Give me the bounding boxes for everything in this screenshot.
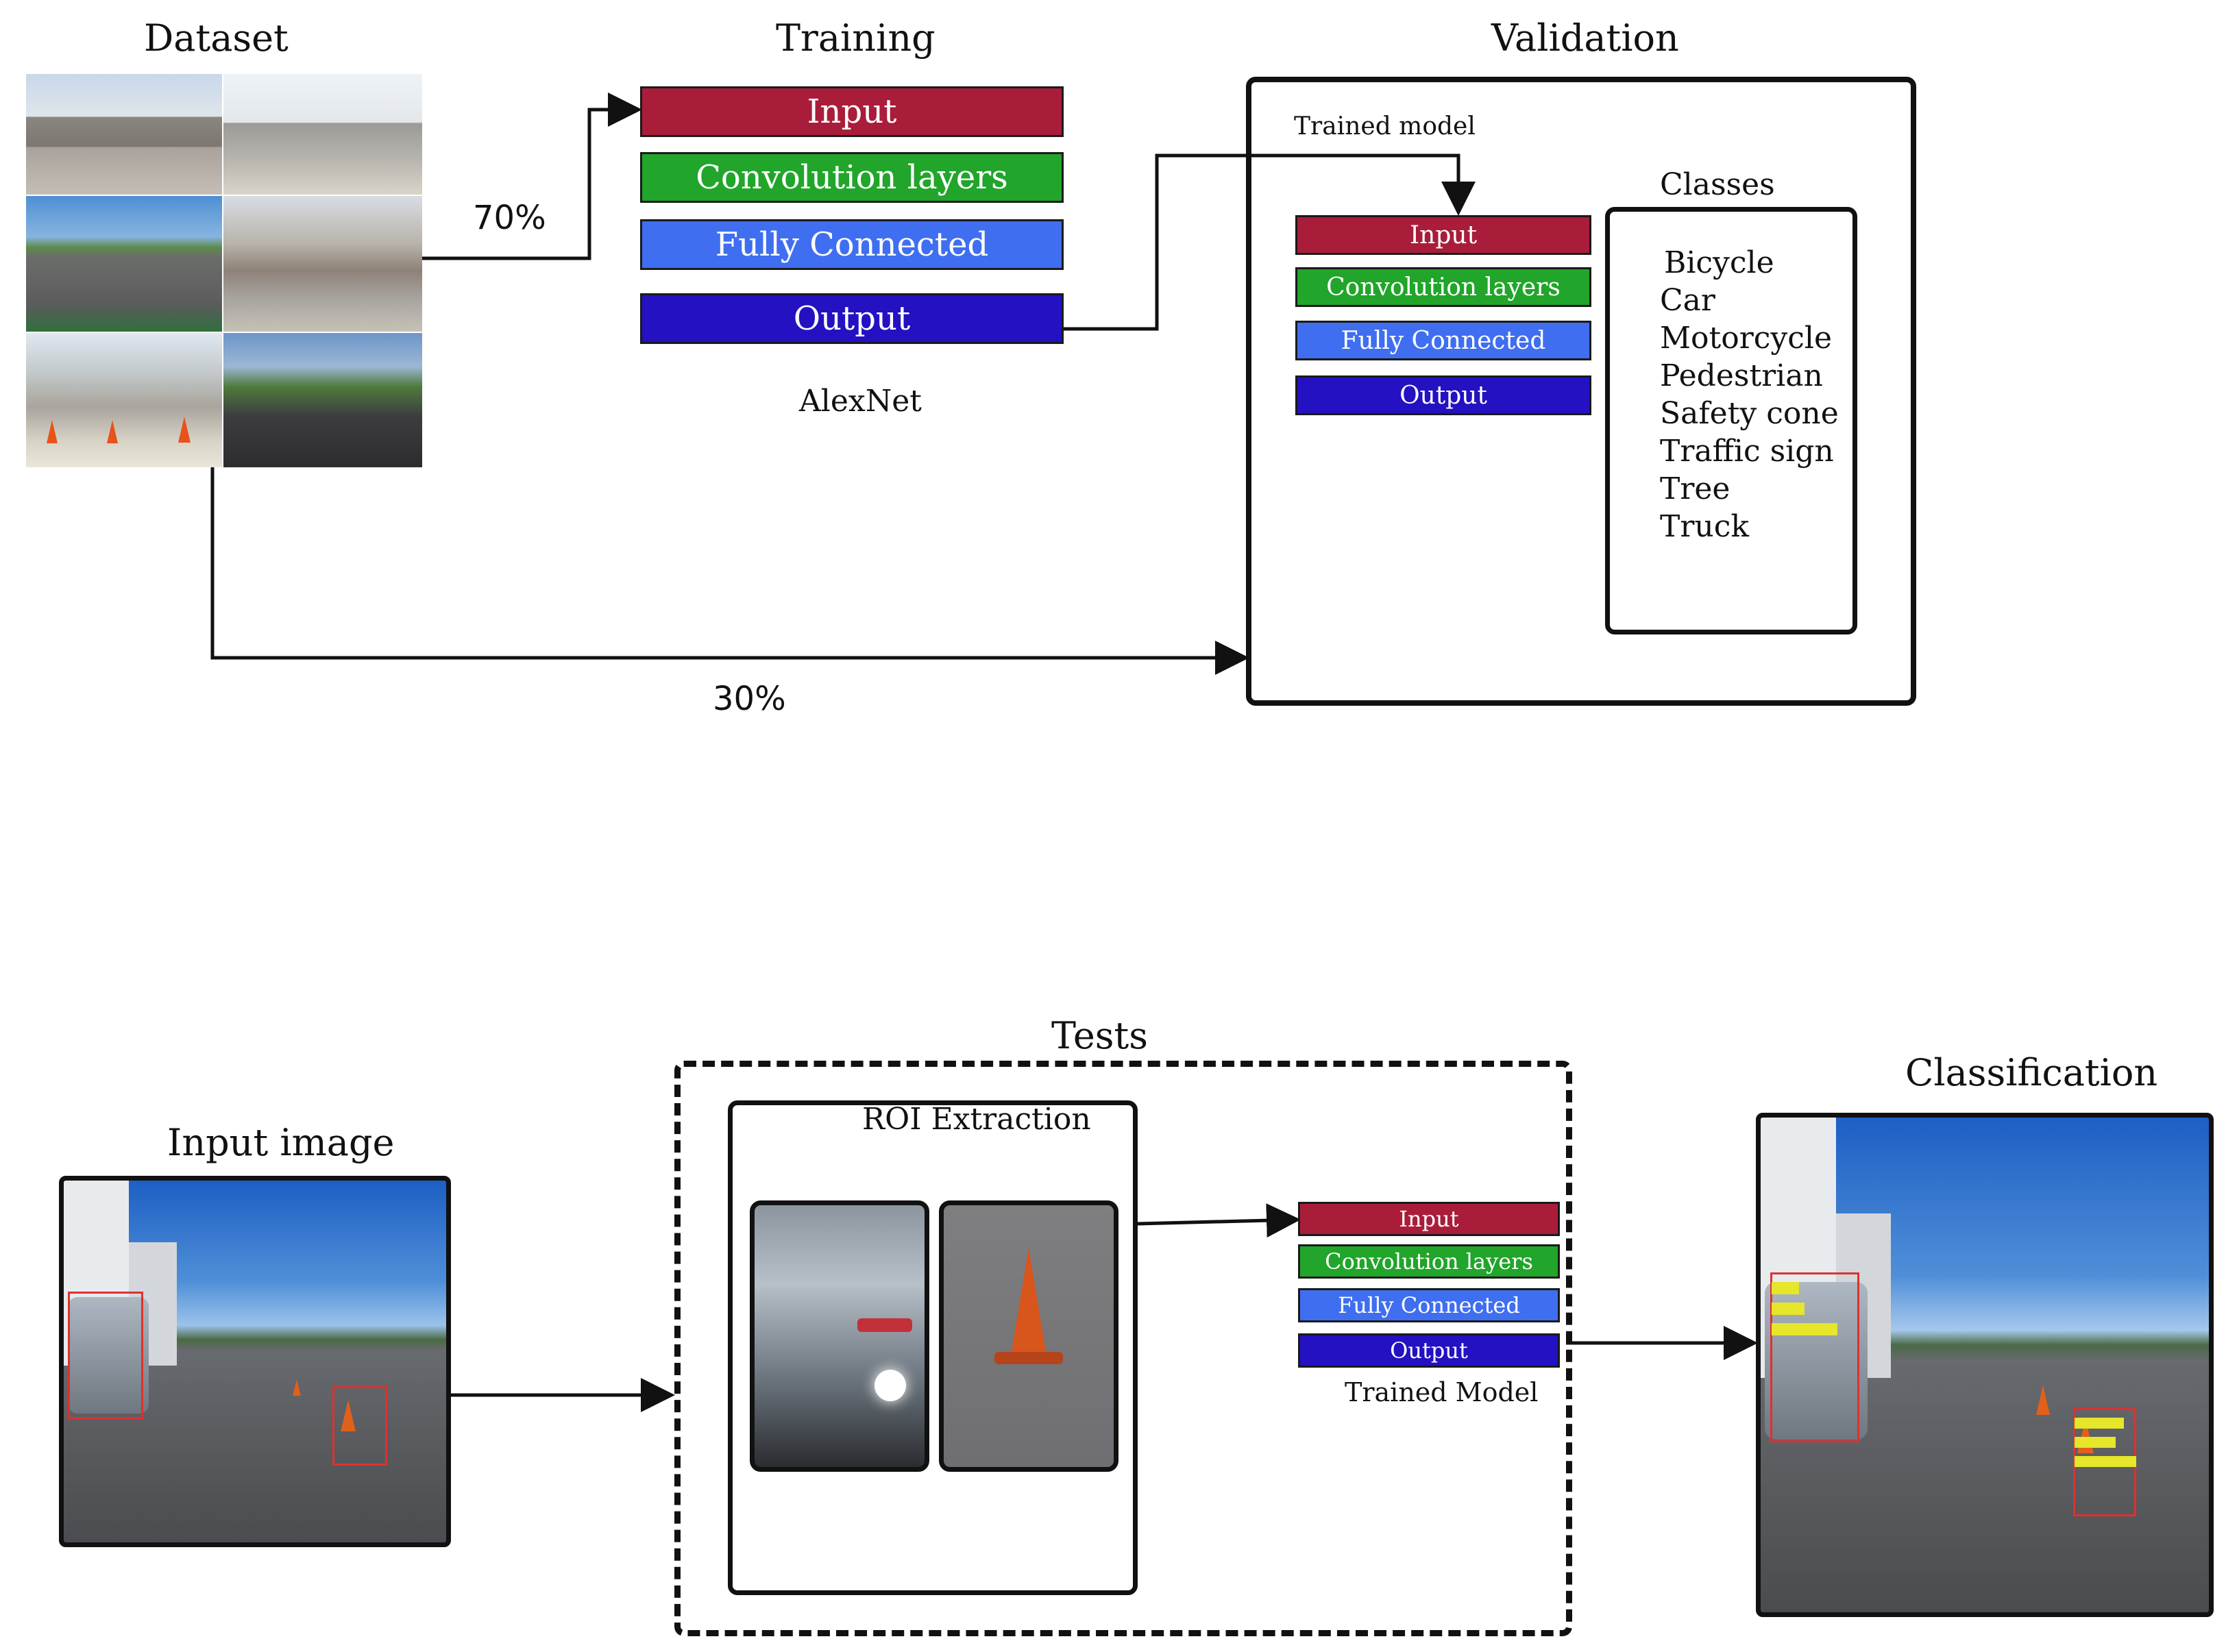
validation-fc-layer: Fully Connected xyxy=(1295,321,1591,360)
dataset-photo xyxy=(223,196,422,332)
arrow-training-to-validation xyxy=(1064,153,1476,331)
classes-box xyxy=(1605,207,1857,634)
layer-label: Fully Connected xyxy=(1341,326,1546,355)
arrow-dataset-to-training xyxy=(422,93,642,260)
car-shape xyxy=(68,1297,149,1414)
training-input-layer: Input xyxy=(640,86,1064,137)
safety-cone-detail xyxy=(293,1379,301,1396)
safety-cone-detail xyxy=(107,420,118,443)
roi-car-crop xyxy=(750,1200,929,1472)
classification-title: Classification xyxy=(1905,1051,2158,1094)
dataset-photo xyxy=(26,196,222,332)
layer-label: Convolution layers xyxy=(1325,1248,1533,1274)
layer-label: Output xyxy=(793,299,911,338)
training-title: Training xyxy=(776,16,935,60)
layer-label: Fully Connected xyxy=(1338,1292,1520,1318)
validation-input-layer: Input xyxy=(1295,215,1591,255)
layer-label: Output xyxy=(1390,1337,1468,1364)
tests-fc-layer: Fully Connected xyxy=(1298,1288,1560,1322)
training-output-layer: Output xyxy=(640,293,1064,344)
classification-image xyxy=(1756,1113,2214,1617)
dataset-photo xyxy=(26,74,222,195)
detection-label-tag xyxy=(2075,1456,2136,1467)
tests-box xyxy=(674,1061,1572,1636)
validation-output-layer: Output xyxy=(1295,375,1591,415)
split-validation-label: 30% xyxy=(713,680,786,718)
detection-label-tag xyxy=(2075,1437,2116,1448)
arrow-roi-to-model xyxy=(1137,1203,1301,1238)
cone-base xyxy=(994,1352,1063,1364)
dataset-photo xyxy=(223,74,422,195)
trained-model-label: Trained model xyxy=(1294,112,1476,140)
dataset-image-grid xyxy=(26,74,422,467)
classes-title: Classes xyxy=(1660,167,1775,202)
classes-list: Bicycle Car Motorcycle Pedestrian Safety… xyxy=(1660,244,1839,545)
safety-cone-detail xyxy=(1011,1248,1047,1356)
input-image-title: Input image xyxy=(167,1121,395,1164)
class-item: Pedestrian xyxy=(1660,358,1823,393)
tests-input-layer: Input xyxy=(1298,1202,1560,1236)
layer-label: Convolution layers xyxy=(696,158,1008,197)
car-light-glow xyxy=(874,1370,906,1401)
split-train-label: 70% xyxy=(473,199,546,237)
detection-label-tag xyxy=(1772,1323,1837,1335)
layer-label: Input xyxy=(1399,1206,1459,1232)
safety-cone-detail xyxy=(341,1400,356,1431)
roi-extraction-box xyxy=(728,1100,1138,1595)
tests-title: Tests xyxy=(1051,1014,1148,1057)
class-item: Car xyxy=(1660,283,1715,318)
detection-box xyxy=(68,1292,143,1419)
layer-label: Input xyxy=(807,93,897,131)
safety-cone-detail xyxy=(47,420,58,443)
arrow-dataset-to-validation xyxy=(210,466,1249,675)
roi-cone-crop xyxy=(939,1200,1118,1472)
safety-cone-detail xyxy=(2036,1385,2050,1415)
class-item: Traffic sign xyxy=(1660,434,1834,469)
tests-conv-layer: Convolution layers xyxy=(1298,1244,1560,1279)
validation-conv-layer: Convolution layers xyxy=(1295,267,1591,307)
detection-label-tag xyxy=(2075,1418,2124,1429)
input-image xyxy=(59,1176,451,1547)
alexnet-label: AlexNet xyxy=(799,384,922,419)
class-item: Tree xyxy=(1660,471,1730,506)
dataset-photo xyxy=(26,333,222,467)
safety-cone-detail xyxy=(178,417,191,443)
class-item: Safety cone xyxy=(1660,396,1839,431)
detection-label-tag xyxy=(1772,1282,1799,1294)
layer-label: Input xyxy=(1409,221,1478,249)
class-item: Bicycle xyxy=(1664,245,1774,280)
detection-box xyxy=(1770,1272,1859,1442)
layer-label: Fully Connected xyxy=(715,225,989,264)
layer-label: Output xyxy=(1399,381,1487,410)
trained-model-tests-label: Trained Model xyxy=(1345,1377,1539,1407)
class-item: Truck xyxy=(1660,509,1750,544)
training-fc-layer: Fully Connected xyxy=(640,219,1064,270)
validation-title: Validation xyxy=(1491,16,1679,60)
class-item: Motorcycle xyxy=(1660,321,1833,356)
training-conv-layer: Convolution layers xyxy=(640,152,1064,203)
car-taillight xyxy=(857,1318,912,1332)
layer-label: Convolution layers xyxy=(1326,273,1561,301)
detection-label-tag xyxy=(1772,1303,1805,1315)
detection-box xyxy=(332,1386,387,1466)
dataset-photo xyxy=(223,333,422,467)
validation-box xyxy=(1246,77,1916,706)
tests-output-layer: Output xyxy=(1298,1333,1560,1368)
roi-extraction-title: ROI Extraction xyxy=(862,1102,1091,1137)
dataset-title: Dataset xyxy=(144,16,289,60)
